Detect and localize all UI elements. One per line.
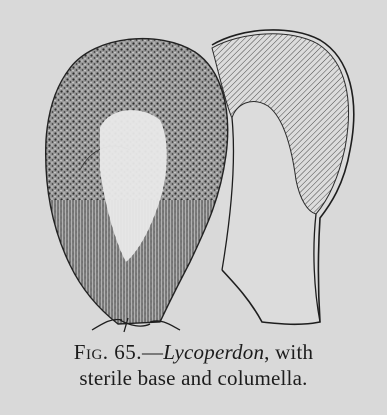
sectioned-specimen xyxy=(212,30,354,324)
caption-line-1: Fig. 65.—Lycoperdon, with xyxy=(0,340,387,365)
caption-dash: — xyxy=(142,340,163,364)
figure-label: Fig. 65. xyxy=(74,340,142,364)
genus-name: Lycoperdon xyxy=(163,340,264,364)
whole-fruiting-body xyxy=(40,30,240,332)
caption-rest-line-1: , with xyxy=(264,340,313,364)
caption-line-2: sterile base and columella. xyxy=(0,366,387,391)
lycoperdon-illustration xyxy=(0,0,387,340)
